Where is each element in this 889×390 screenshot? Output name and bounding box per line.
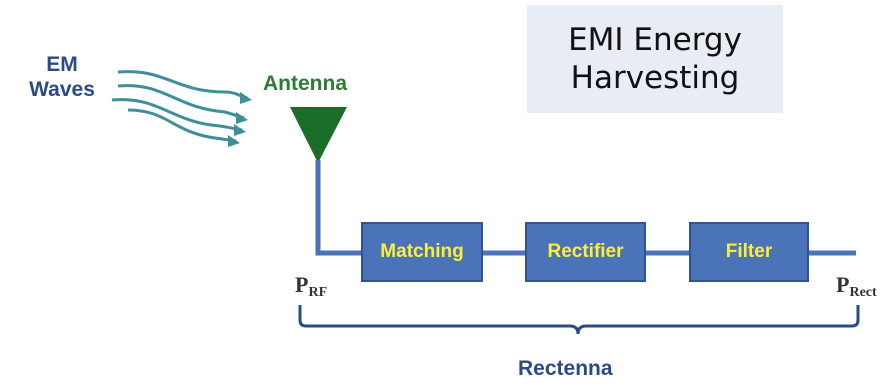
title-line-2: Harvesting: [570, 60, 740, 96]
wave-arrow-1: [117, 70, 248, 100]
title-line-1: EMI Energy: [568, 22, 742, 58]
signal-path: [315, 160, 856, 256]
em-waves-line-1: EM: [46, 53, 78, 76]
p-rf-symbol: P: [295, 272, 309, 297]
p-rf-subscript: RF: [308, 285, 328, 300]
p-rf-label: PRF: [295, 272, 327, 301]
matching-block: Matching: [361, 222, 483, 282]
rectifier-block: Rectifier: [525, 222, 646, 282]
arrowheads: [228, 92, 252, 147]
em-wave-arrows: [111, 70, 248, 143]
em-waves-label: EM Waves: [18, 52, 106, 102]
p-rect-subscript: Rect: [849, 285, 877, 300]
em-waves-line-2: Waves: [29, 78, 95, 101]
rectenna-label: Rectenna: [518, 357, 613, 380]
antenna-icon: [290, 107, 347, 163]
filter-block: Filter: [689, 222, 809, 282]
title-box: EMI Energy Harvesting: [527, 5, 783, 113]
antenna-label: Antenna: [263, 72, 347, 95]
rectenna-brace: [298, 305, 860, 335]
p-rect-symbol: P: [836, 272, 850, 297]
p-rect-label: PRect: [836, 272, 877, 301]
